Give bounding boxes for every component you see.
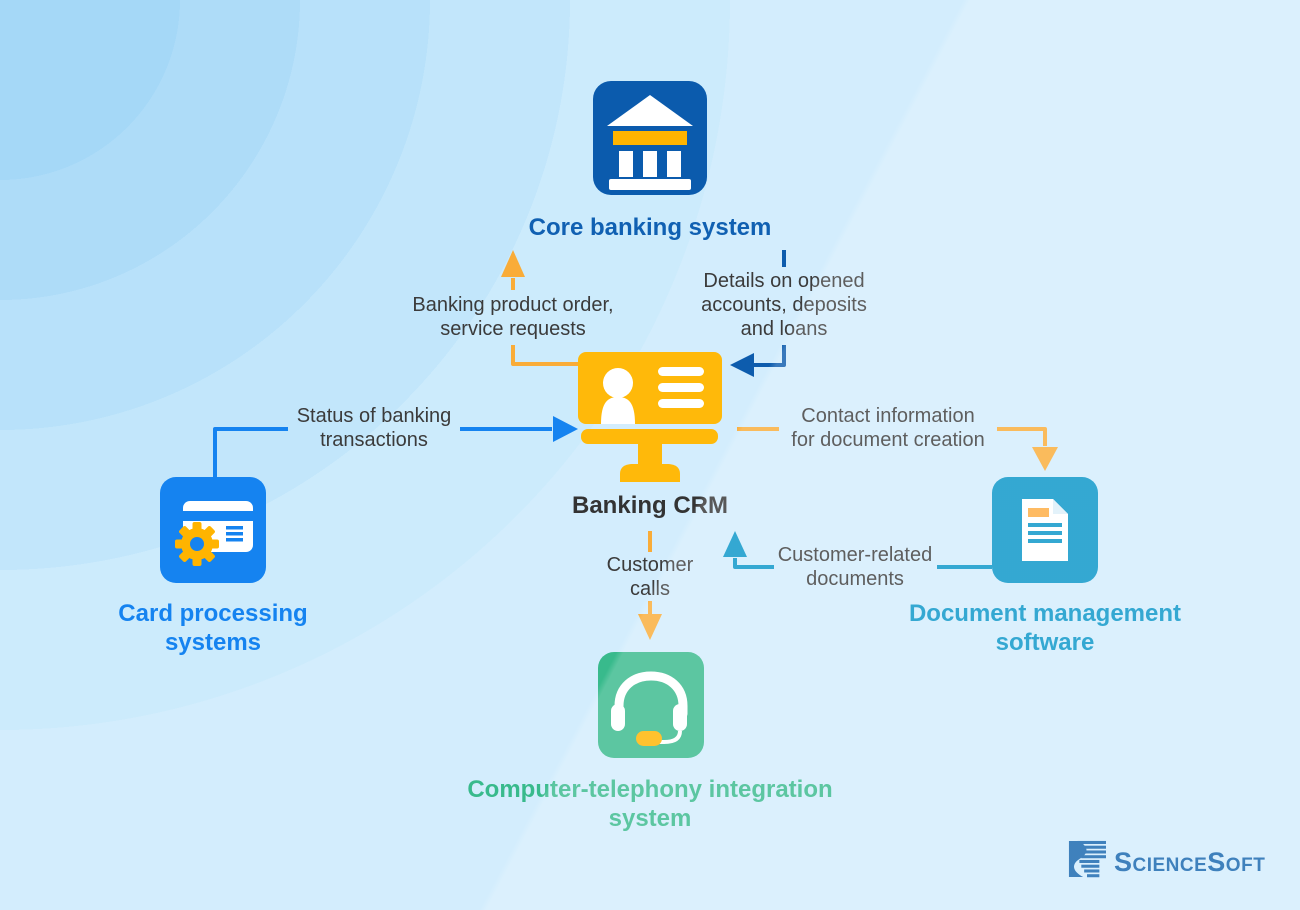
arrow-crm-to-cti xyxy=(638,531,662,640)
arrow-crm-to-document-management xyxy=(737,427,1058,471)
document-icon xyxy=(992,477,1098,588)
details-on-opened-label: Details on opened accounts, deposits and… xyxy=(701,270,867,340)
banking-product-order-label: Banking product order, service requests xyxy=(412,294,614,340)
contact-information-label: Contact information for document creatio… xyxy=(791,405,985,451)
arrow-document-management-to-crm xyxy=(723,531,992,569)
crm-monitor-icon xyxy=(575,350,725,489)
arrow-card-processing-to-crm xyxy=(213,416,578,477)
sciencesoft-logo-text: ScienceSoft xyxy=(1114,846,1266,877)
sciencesoft-logo: ScienceSoft xyxy=(1068,840,1265,883)
sciencesoft-logo-icon xyxy=(1068,840,1106,883)
core-banking-label: Core banking system xyxy=(528,214,772,241)
customer-calls-label: Customer calls xyxy=(606,554,694,600)
bank-icon xyxy=(593,81,707,200)
headset-icon xyxy=(598,652,704,763)
cti-label: Computer-telephony integration system xyxy=(467,776,833,832)
status-of-transactions-label: Status of banking transactions xyxy=(296,405,452,451)
arrow-crm-to-core-banking xyxy=(501,250,578,366)
card-gear-icon xyxy=(160,477,266,588)
arrow-core-banking-to-crm xyxy=(730,250,786,377)
customer-related-documents-label: Customer-related documents xyxy=(777,544,933,590)
document-management-label: Document management software xyxy=(908,600,1182,656)
card-processing-label: Card processing systems xyxy=(118,600,308,656)
banking-crm-label: Banking CRM xyxy=(572,492,728,519)
